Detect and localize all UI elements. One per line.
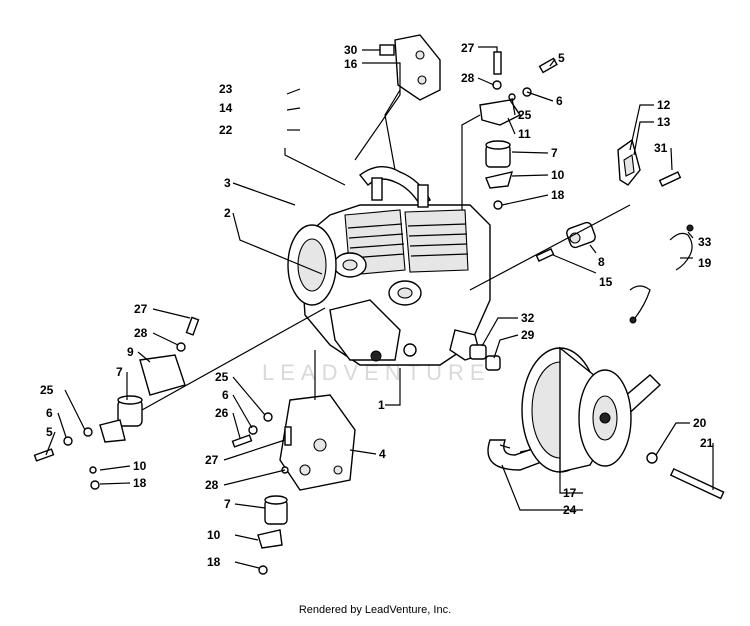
engine-assembly bbox=[299, 166, 491, 366]
callout-25: 25 bbox=[215, 370, 229, 384]
right-mount-parts bbox=[479, 51, 558, 210]
footer-credit: Rendered by LeadVenture, Inc. bbox=[298, 604, 452, 616]
callout-21: 21 bbox=[700, 436, 714, 450]
callout-26: 26 bbox=[215, 406, 229, 420]
callout-10: 10 bbox=[551, 168, 565, 182]
callout-18: 18 bbox=[133, 476, 147, 490]
callout-12: 12 bbox=[657, 98, 671, 112]
callout-27: 27 bbox=[205, 453, 219, 467]
callout-27: 27 bbox=[461, 41, 475, 55]
bracket-12-13 bbox=[617, 138, 682, 187]
callout-18: 18 bbox=[207, 555, 221, 569]
callout-20: 20 bbox=[693, 416, 707, 430]
callout-10: 10 bbox=[207, 528, 221, 542]
callout-3: 3 bbox=[224, 176, 231, 190]
callout-1: 1 bbox=[378, 398, 385, 412]
callout-2: 2 bbox=[224, 206, 231, 220]
callout-17: 17 bbox=[563, 486, 577, 500]
left-mount-parts bbox=[33, 316, 200, 490]
callout-33: 33 bbox=[698, 235, 712, 249]
exhaust-mount-plate bbox=[379, 34, 441, 101]
callout-27: 27 bbox=[134, 302, 148, 316]
callout-16: 16 bbox=[344, 57, 358, 71]
callout-10: 10 bbox=[133, 459, 147, 473]
callout-25: 25 bbox=[518, 108, 532, 122]
callout-7: 7 bbox=[551, 146, 558, 160]
flywheel-cover bbox=[287, 224, 337, 306]
wire-harness bbox=[629, 224, 694, 324]
callout-23: 23 bbox=[219, 82, 233, 96]
callout-15: 15 bbox=[599, 275, 613, 289]
callout-13: 13 bbox=[657, 115, 671, 129]
callout-9: 9 bbox=[127, 345, 134, 359]
callout-22: 22 bbox=[219, 123, 233, 137]
callout-6: 6 bbox=[46, 406, 53, 420]
idler-spring-parts bbox=[535, 221, 596, 263]
callout-31: 31 bbox=[654, 141, 668, 155]
callout-28: 28 bbox=[461, 71, 475, 85]
front-mount-parts bbox=[231, 394, 356, 575]
callout-labels: 30 16 27 28 5 6 25 11 7 10 18 12 13 31 2… bbox=[40, 41, 714, 569]
callout-8: 8 bbox=[598, 255, 605, 269]
callout-7: 7 bbox=[116, 365, 123, 379]
callout-6: 6 bbox=[556, 94, 563, 108]
callout-7: 7 bbox=[224, 497, 231, 511]
callout-14: 14 bbox=[219, 101, 233, 115]
callout-32: 32 bbox=[521, 311, 535, 325]
clutch-bolt bbox=[646, 452, 725, 500]
callout-25: 25 bbox=[40, 383, 54, 397]
callout-19: 19 bbox=[698, 256, 712, 270]
callout-11: 11 bbox=[518, 127, 531, 141]
callout-18: 18 bbox=[551, 188, 565, 202]
callout-29: 29 bbox=[521, 328, 535, 342]
callout-6: 6 bbox=[222, 388, 229, 402]
callout-30: 30 bbox=[344, 43, 358, 57]
callout-5: 5 bbox=[558, 51, 565, 65]
leader-lines bbox=[45, 46, 714, 569]
callout-5: 5 bbox=[46, 425, 53, 439]
drive-clutch bbox=[487, 346, 662, 473]
callout-28: 28 bbox=[205, 478, 219, 492]
callout-4: 4 bbox=[379, 447, 386, 461]
callout-24: 24 bbox=[563, 503, 577, 517]
callout-28: 28 bbox=[134, 326, 148, 340]
clutch-spacers bbox=[469, 344, 501, 371]
